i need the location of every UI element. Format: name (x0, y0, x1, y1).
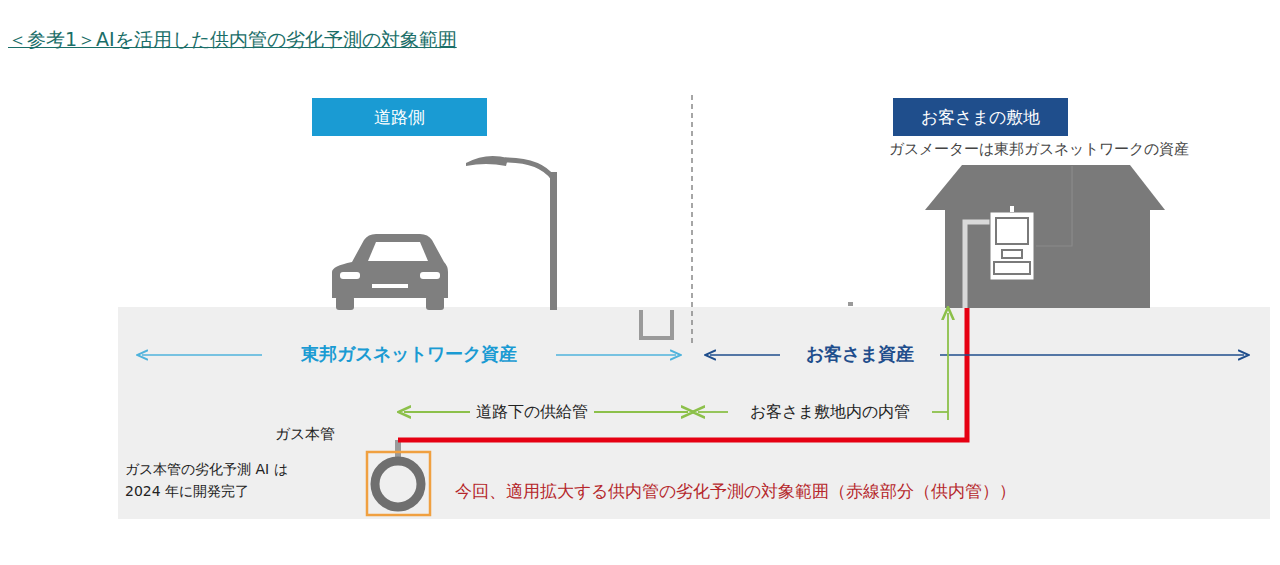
range-arrow (594, 411, 688, 413)
note-text: ガスメーターは東邦ガスネットワークの資産 (889, 140, 1189, 159)
range-label: お客さま敷地内の内管 (747, 402, 913, 422)
marker (848, 302, 853, 306)
range-arrow (404, 411, 470, 413)
range-label: 道路下の供給管 (473, 402, 591, 422)
box-text: 道路側 (374, 106, 425, 129)
range-label: お客さま資産 (803, 343, 917, 366)
highlight-frame (367, 452, 430, 515)
service-pipe (398, 308, 967, 440)
range-arrow (710, 354, 780, 356)
car-icon (332, 234, 448, 310)
title: ＜参考1＞AIを活用した供内管の劣化予測の対象範囲 (8, 28, 457, 52)
gas-main (375, 461, 421, 507)
street-lamp (466, 156, 557, 310)
scope-label: 今回、適用拡大する供内管の劣化予測の対象範囲（赤線部分（供内管）） (452, 481, 1019, 502)
drain (641, 310, 672, 338)
header-box: 道路側 (312, 98, 487, 136)
note-text: ガス本管の劣化予測 AI は 2024 年に開発完了 (122, 458, 328, 503)
part-name: ガス本管 (272, 425, 338, 444)
range-arrow (947, 313, 949, 420)
range-arrow (932, 411, 948, 413)
ground-band (118, 307, 1270, 519)
range-arrow (698, 411, 728, 413)
boundary-line (691, 95, 692, 345)
leader-line (1036, 166, 1072, 246)
range-arrow (142, 354, 262, 356)
box-text: お客さまの敷地 (921, 106, 1040, 129)
range-arrow (940, 354, 1244, 356)
house-icon (925, 165, 1165, 308)
pipe-stub (395, 440, 401, 458)
range-arrow (556, 354, 676, 356)
header-box: お客さまの敷地 (893, 98, 1068, 136)
range-label: 東邦ガスネットワーク資産 (298, 343, 520, 366)
